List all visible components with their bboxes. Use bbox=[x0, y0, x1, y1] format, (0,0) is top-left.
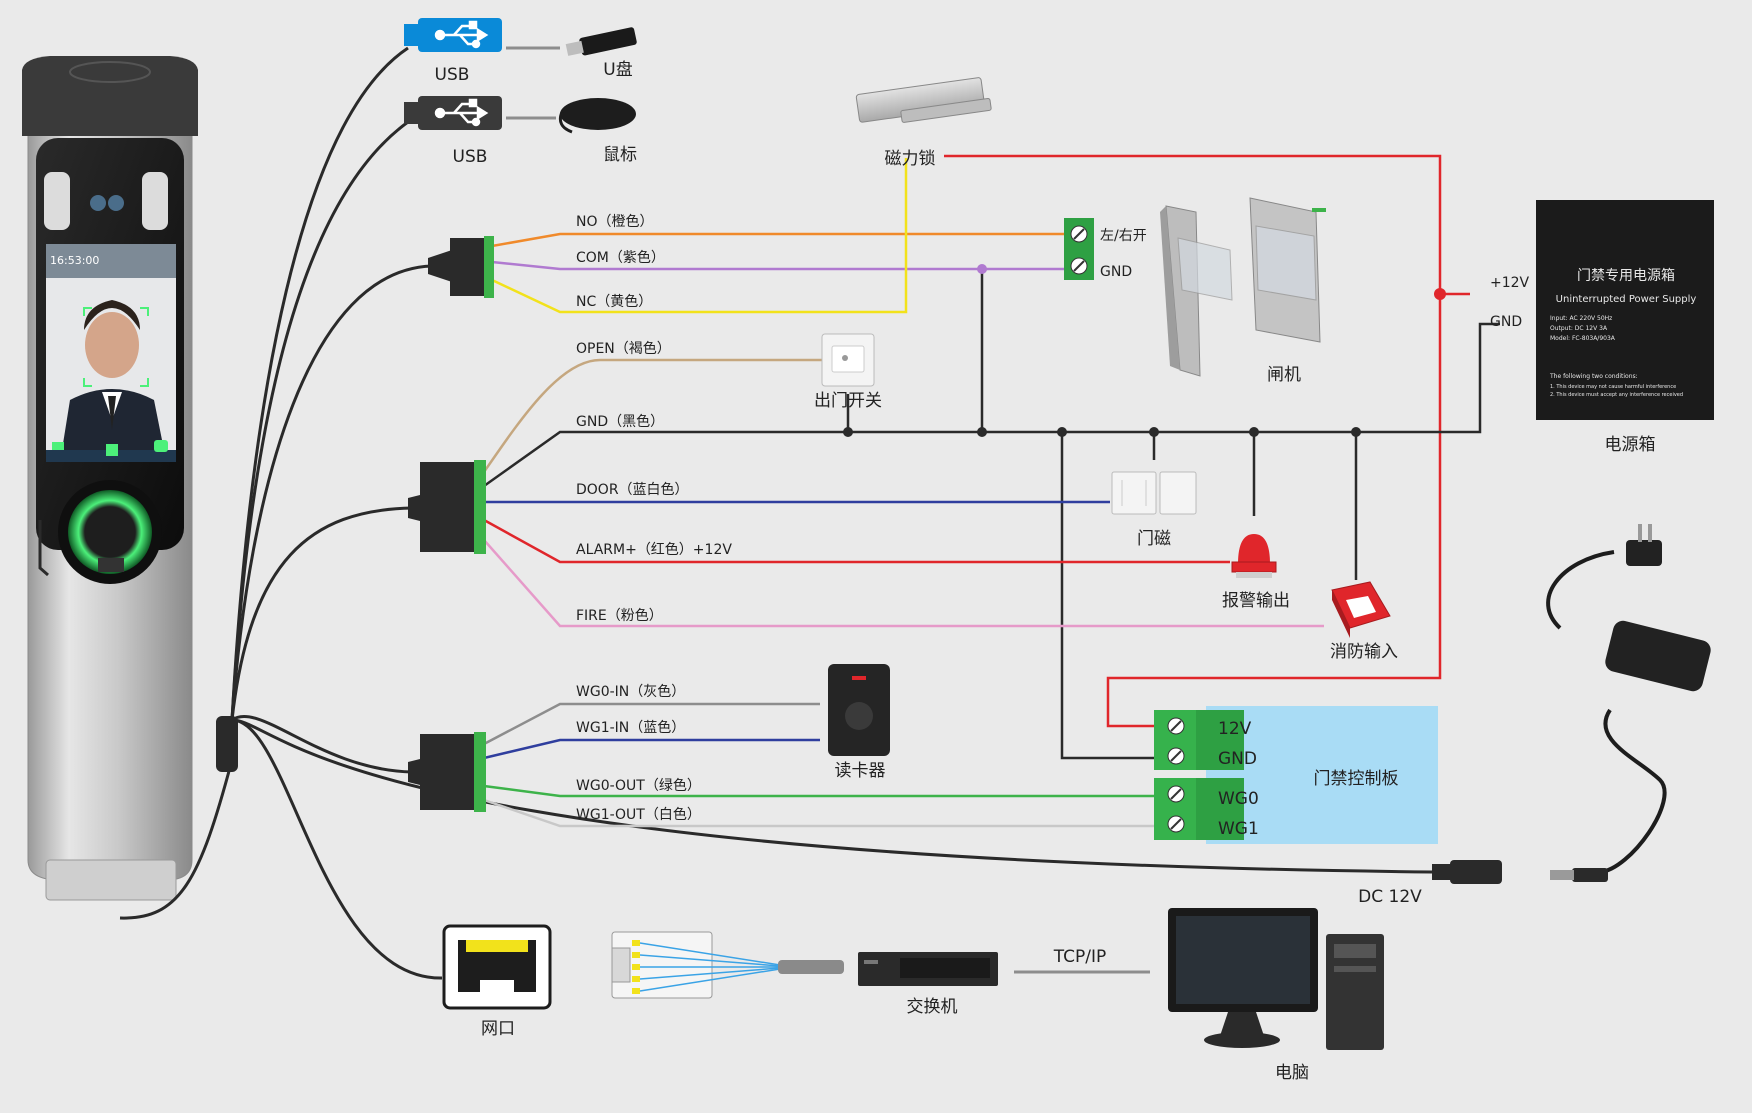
switch-label: 交换机 bbox=[907, 997, 958, 1017]
psu-input: Input: AC 220V 50Hz bbox=[1550, 315, 1612, 322]
access-control-board bbox=[1154, 706, 1438, 844]
usb-icon bbox=[434, 98, 489, 127]
psu-note-1: 1. This device may not cause harmful int… bbox=[1550, 384, 1676, 390]
wire-label-wg1-in: WG1-IN（蓝色） bbox=[576, 719, 685, 736]
wire-label-fire: FIRE（粉色） bbox=[576, 607, 663, 624]
io-connector bbox=[408, 460, 486, 554]
wire-label-wg0-out: WG0-OUT（绿色） bbox=[576, 777, 701, 794]
network-switch-icon bbox=[858, 952, 998, 986]
gate-term-label-1: 左/右开 bbox=[1100, 228, 1147, 244]
card-sensor-ring bbox=[68, 490, 152, 574]
dc12v-label: DC 12V bbox=[1358, 887, 1422, 907]
computer-icon bbox=[1168, 908, 1384, 1050]
power-supply-box: 门禁专用电源箱 Uninterrupted Power Supply Input… bbox=[1536, 200, 1714, 420]
face-recognition-terminal: 16:53:00 bbox=[22, 56, 198, 901]
wiegand-connector bbox=[408, 732, 486, 812]
maglock-label: 磁力锁 bbox=[885, 149, 936, 169]
psu-plus12-label: +12V bbox=[1490, 275, 1530, 291]
exit-button-label: 出门开关 bbox=[814, 391, 882, 411]
board-term-12v: 12V bbox=[1218, 719, 1252, 739]
wire-label-gnd: GND（黑色） bbox=[576, 413, 664, 430]
wire-label-wg0-in: WG0-IN（灰色） bbox=[576, 683, 685, 700]
rj45-port-icon bbox=[442, 924, 552, 1010]
usb-drive-icon bbox=[565, 27, 637, 56]
board-term-wg0: WG0 bbox=[1218, 789, 1259, 809]
mouse-icon bbox=[558, 98, 636, 134]
exit-button-icon bbox=[821, 333, 875, 387]
alarm-label: 报警输出 bbox=[1222, 591, 1290, 611]
gate-terminal-block bbox=[1064, 218, 1094, 280]
wire-label-door: DOOR（蓝白色） bbox=[576, 481, 689, 498]
wire-label-no: NO（橙色） bbox=[576, 213, 654, 230]
usb-port-2: USB bbox=[404, 96, 502, 167]
psu-gnd-label: GND bbox=[1490, 314, 1522, 330]
computer-label: 电脑 bbox=[1275, 1063, 1309, 1083]
door-sensor-icon bbox=[1111, 471, 1197, 515]
usb-icon bbox=[434, 20, 489, 49]
psu-note-title: The following two conditions: bbox=[1549, 373, 1638, 380]
face-photo bbox=[46, 278, 176, 450]
board-term-gnd: GND bbox=[1218, 749, 1257, 769]
card-reader-icon bbox=[828, 664, 890, 756]
wire-label-wg1-out: WG1-OUT（白色） bbox=[576, 806, 701, 823]
usb-port-1: USB bbox=[404, 18, 502, 85]
screen-time: 16:53:00 bbox=[50, 254, 99, 267]
turnstile-gate-icon bbox=[1160, 197, 1326, 377]
wires bbox=[482, 154, 1500, 828]
alarm-light-icon bbox=[1231, 534, 1277, 578]
psu-title: 门禁专用电源箱 bbox=[1577, 268, 1675, 284]
usb-label-1: USB bbox=[435, 65, 470, 85]
fire-label: 消防输入 bbox=[1330, 642, 1398, 662]
usb-label-2: USB bbox=[453, 147, 488, 167]
power-box-label: 电源箱 bbox=[1605, 435, 1656, 455]
rj45-plug-icon bbox=[611, 931, 844, 999]
psu-output: Output: DC 12V 3A bbox=[1550, 325, 1608, 332]
cable-sleeve bbox=[216, 716, 238, 772]
board-term-wg1: WG1 bbox=[1218, 819, 1259, 839]
harness bbox=[119, 46, 1433, 980]
power-adapter-icon bbox=[1546, 524, 1711, 882]
udisk-label: U盘 bbox=[603, 60, 632, 80]
psu-model: Model: FC-803A/903A bbox=[1550, 335, 1616, 342]
tcpip-label: TCP/IP bbox=[1053, 947, 1107, 967]
psu-subtitle: Uninterrupted Power Supply bbox=[1556, 294, 1697, 305]
wire-label-nc: NC（黄色） bbox=[576, 293, 652, 310]
board-label: 门禁控制板 bbox=[1314, 769, 1399, 789]
relay-connector bbox=[428, 236, 494, 298]
network-port-label: 网口 bbox=[481, 1019, 515, 1039]
gate-label: 闸机 bbox=[1267, 365, 1301, 385]
psu-note-2: 2. This device must accept any interfere… bbox=[1550, 392, 1683, 398]
mouse-label: 鼠标 bbox=[603, 145, 637, 165]
junctions bbox=[843, 264, 1446, 437]
wire-label-open: OPEN（褐色） bbox=[576, 340, 671, 357]
magnetic-lock-icon bbox=[855, 77, 992, 123]
fire-alarm-icon bbox=[1331, 581, 1391, 638]
dc-connector-icon bbox=[1432, 860, 1502, 884]
wire-label-alarm: ALARM+（红色）+12V bbox=[576, 541, 732, 558]
card-reader-label: 读卡器 bbox=[835, 761, 886, 781]
wire-label-com: COM（紫色） bbox=[576, 249, 665, 266]
gate-term-label-2: GND bbox=[1100, 264, 1132, 280]
door-sensor-label: 门磁 bbox=[1137, 529, 1171, 549]
